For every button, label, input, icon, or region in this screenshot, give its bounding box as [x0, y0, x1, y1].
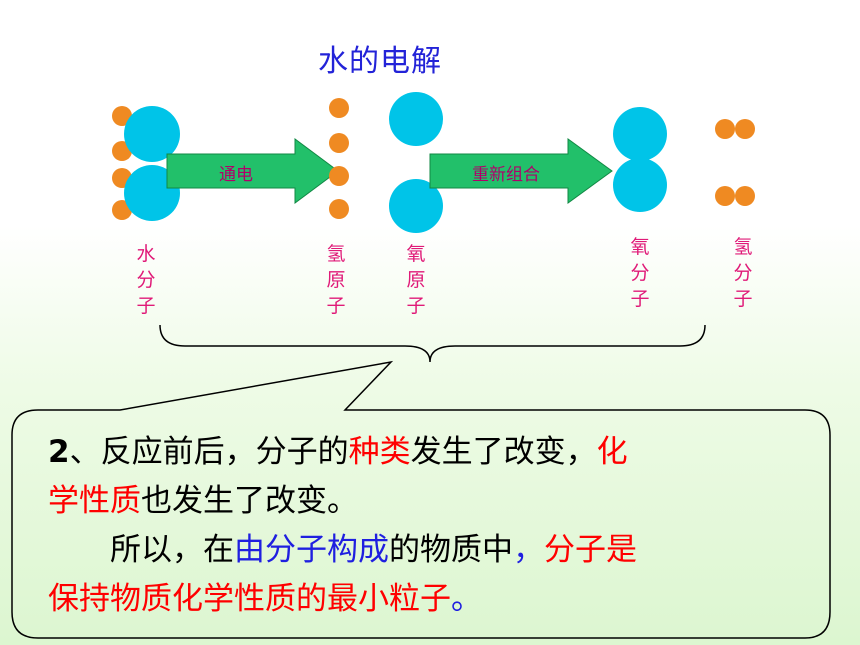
brace-icon: [159, 324, 706, 363]
hydrogen-atoms-group: [329, 98, 349, 219]
label-char: 分: [136, 269, 156, 291]
label-char: 水: [136, 243, 156, 265]
callout-text: 2、反应前后，分子的种类发生了改变，化 学性质也发生了改变。 所以，在由分子构成…: [48, 428, 808, 624]
oxygen-atom: [389, 179, 443, 233]
text-run: 所以，在: [110, 532, 234, 568]
label-char: 分: [733, 262, 753, 284]
text-run: 发生了改变，: [410, 434, 597, 470]
oxygen-atoms-group: [389, 92, 443, 233]
text-run: 也发生了改变。: [141, 483, 358, 519]
hydrogen-atom: [735, 119, 755, 139]
label-char: 子: [406, 295, 426, 317]
arrow-electrolysis-icon: [166, 138, 339, 204]
callout-line-4: 保持物质化学性质的最小粒子。: [48, 575, 808, 624]
arrow-recombine-icon: [429, 138, 613, 204]
highlight-blue: 由分子构成: [234, 532, 389, 568]
label-hydrogen-atom: 氢 原 子: [324, 241, 348, 319]
highlight-blue: ，: [513, 532, 544, 568]
label-water-molecule: 水 分 子: [134, 241, 158, 319]
hydrogen-atom: [329, 133, 349, 153]
label-oxygen-molecule: 氧 分 子: [628, 234, 652, 312]
label-char: 氢: [326, 243, 346, 265]
label-char: 氢: [733, 236, 753, 258]
text-run: 、反应前后，分子的: [69, 434, 349, 470]
label-char: 子: [136, 295, 156, 317]
slide-title: 水的电解: [318, 44, 442, 79]
indent: [48, 532, 110, 568]
hydrogen-atom: [329, 98, 349, 118]
water-molecule-group: [112, 106, 180, 221]
label-char: 分: [630, 262, 650, 284]
callout-line-2: 学性质也发生了改变。: [48, 477, 808, 526]
highlight-blue: 。: [451, 581, 482, 617]
oxygen-atom: [389, 92, 443, 146]
callout-bubble: [11, 360, 831, 639]
hydrogen-atom: [112, 106, 132, 126]
callout-line-1: 2、反应前后，分子的种类发生了改变，化: [48, 428, 808, 477]
hydrogen-molecules-group: [715, 119, 755, 206]
oxygen-molecule-group: [613, 107, 667, 212]
highlight-red: 种类: [348, 434, 411, 470]
hydrogen-atom: [715, 186, 735, 206]
label-char: 原: [406, 269, 426, 291]
hydrogen-atom: [329, 166, 349, 186]
hydrogen-atom: [329, 199, 349, 219]
callout-line-3: 所以，在由分子构成的物质中，分子是: [48, 526, 808, 575]
label-oxygen-atom: 氧 原 子: [404, 241, 428, 319]
label-char: 子: [733, 288, 753, 310]
label-char: 原: [326, 269, 346, 291]
oxygen-atom: [124, 106, 180, 162]
highlight-red: 分子是: [544, 532, 637, 568]
arrow-label-electrolysis: 通电: [219, 165, 253, 185]
label-char: 子: [326, 295, 346, 317]
highlight-red: 学性质: [48, 483, 141, 519]
oxygen-atom: [613, 158, 667, 212]
hydrogen-atom: [715, 119, 735, 139]
arrow-label-recombine: 重新组合: [472, 165, 540, 185]
point-number: 2: [48, 434, 70, 470]
highlight-red: 保持物质化学性质的最小粒子: [48, 581, 451, 617]
text-run: 的物质中: [389, 532, 513, 568]
highlight-red: 化: [596, 434, 628, 470]
label-char: 氧: [630, 236, 650, 258]
hydrogen-atom: [735, 186, 755, 206]
label-hydrogen-molecule: 氢 分 子: [731, 234, 755, 312]
label-char: 子: [630, 288, 650, 310]
oxygen-atom: [613, 107, 667, 161]
label-char: 氧: [406, 243, 426, 265]
oxygen-atom: [124, 165, 180, 221]
